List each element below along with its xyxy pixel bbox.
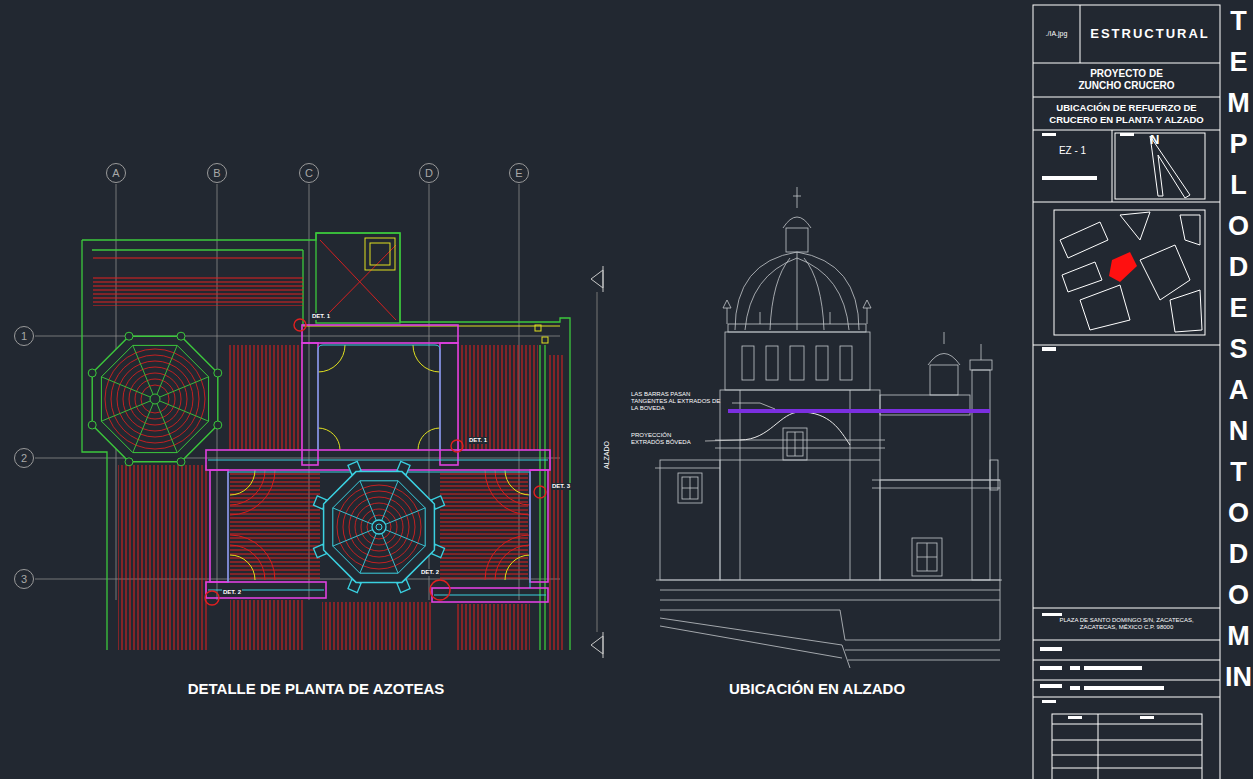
grid-lines [35, 184, 560, 600]
detail-markers [205, 319, 546, 605]
title-text: EZ - 1 [1059, 145, 1086, 157]
detail-tag: DET. 2 [420, 569, 440, 576]
ring-beam-inner [208, 345, 548, 595]
title-cell: ./IA.jpg [1034, 6, 1079, 62]
vault-extrados [740, 412, 850, 445]
title-cell: EZ - 1 [1034, 131, 1111, 171]
grid-bubble: 3 [14, 569, 34, 589]
grid-bubble: 1 [14, 326, 34, 346]
title-cell: PROYECTO DE ZUNCHO CRUCERO [1034, 64, 1219, 96]
plan-outline [82, 233, 570, 650]
title-text: PROYECTO DE ZUNCHO CRUCERO [1077, 68, 1177, 92]
left-dome [88, 332, 222, 466]
project-title: TEMPLO DE SANTO DOMIN [1225, 1, 1252, 698]
grid-bubble: C [299, 163, 319, 183]
grid-label: 1 [21, 330, 27, 342]
site-marker [1109, 252, 1137, 282]
view-title: DETALLE DE PLANTA DE AZOTEAS [188, 680, 445, 698]
roof-hatch [93, 240, 565, 650]
title-cell: PLAZA DE SANTO DOMINGO S/N, ZACATECAS, Z… [1034, 609, 1219, 639]
grid-label: 2 [21, 452, 27, 464]
title-text: PLAZA DE SANTO DOMINGO S/N, ZACATECAS, Z… [1047, 617, 1207, 631]
section-label: ALZADO [603, 441, 611, 469]
note-text: LAS BARRAS PASAN TANGENTES AL EXTRADOS D… [631, 391, 725, 413]
title-text: UBICACIÓN DE REFUERZO DE CRUCERO EN PLAN… [1039, 102, 1215, 125]
title-text: ./IA.jpg [1046, 30, 1068, 38]
grid-label: B [213, 167, 220, 179]
leader-lines [705, 403, 775, 441]
grid-label: E [515, 167, 522, 179]
note-text: PROYECCIÓN EXTRADÓS BÓVEDA [631, 432, 703, 446]
grid-bubble: E [509, 163, 529, 183]
title-placeholders [1040, 133, 1164, 719]
center-dome [313, 461, 444, 592]
ring-beam [206, 325, 550, 602]
detail-tag: DET. 1 [311, 313, 331, 320]
grid-bubble: 2 [14, 448, 34, 468]
north-label: N [1150, 132, 1159, 148]
title-block [1033, 5, 1220, 779]
grid-bubble: A [106, 163, 126, 183]
section-marker [591, 266, 603, 658]
grid-bubble: D [419, 163, 439, 183]
elevation-drawing [655, 187, 1002, 668]
grid-label: A [112, 167, 119, 179]
title-cell: UBICACIÓN DE REFUERZO DE CRUCERO EN PLAN… [1034, 98, 1219, 129]
reinforcing-bar [728, 409, 990, 413]
view-title: UBICACIÓN EN ALZADO [729, 680, 905, 698]
grid-label: 3 [21, 573, 27, 585]
grid-label: D [425, 167, 433, 179]
title-cell: ESTRUCTURAL [1081, 6, 1219, 62]
title-text: ESTRUCTURAL [1090, 26, 1210, 42]
detail-tag: DET. 1 [468, 437, 488, 444]
grid-bubble: B [207, 163, 227, 183]
detail-tag: DET. 2 [222, 589, 242, 596]
grid-label: C [305, 167, 313, 179]
detail-tag: DET. 3 [551, 483, 571, 490]
